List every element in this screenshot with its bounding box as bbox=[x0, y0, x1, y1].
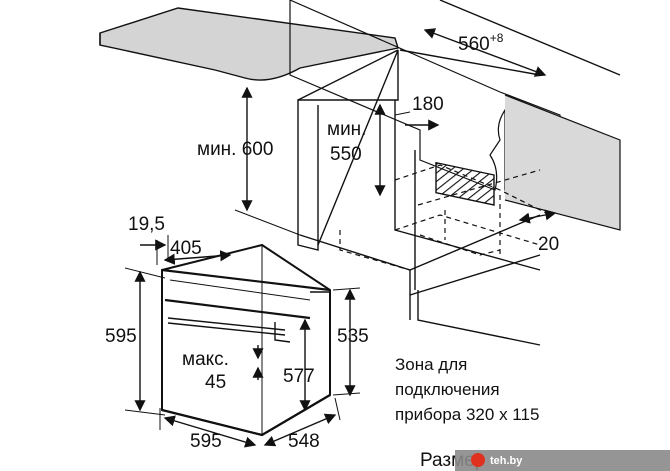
dim-550: 550 bbox=[330, 144, 362, 165]
dim-577: 577 bbox=[283, 366, 315, 387]
dim-20: 20 bbox=[538, 234, 559, 255]
niche-outline bbox=[299, 100, 551, 346]
dim-405: 405 bbox=[170, 238, 202, 259]
dim-min-600: мин. 600 bbox=[197, 139, 273, 160]
zone-note-line2: подключения bbox=[395, 380, 500, 399]
dim-595-left: 595 bbox=[105, 326, 137, 347]
connection-zone-hatch bbox=[435, 161, 495, 206]
cabinet-left-panel bbox=[297, 49, 399, 251]
zone-note-line1: Зона для bbox=[395, 355, 467, 374]
dim-180: 180 bbox=[412, 94, 444, 115]
dim-535: 535 bbox=[337, 326, 369, 347]
watermark-text: teh.by bbox=[490, 455, 523, 467]
dim-min-label: мин. bbox=[327, 119, 366, 140]
dim-19-5: 19,5 bbox=[128, 214, 165, 235]
zone-note-line3: прибора 320 x 115 bbox=[395, 405, 539, 424]
watermark: teh.by bbox=[455, 450, 670, 471]
dim-548: 548 bbox=[288, 431, 320, 452]
dim-560: 560+8 bbox=[458, 31, 504, 55]
oven bbox=[161, 243, 331, 437]
countertop bbox=[99, 7, 399, 81]
dim-max-label: макс. bbox=[182, 349, 229, 370]
dim-595-bottom: 595 bbox=[190, 431, 222, 452]
watermark-logo-icon bbox=[471, 453, 485, 467]
dim-45: 45 bbox=[205, 372, 226, 393]
dimension-lines bbox=[124, 28, 557, 448]
